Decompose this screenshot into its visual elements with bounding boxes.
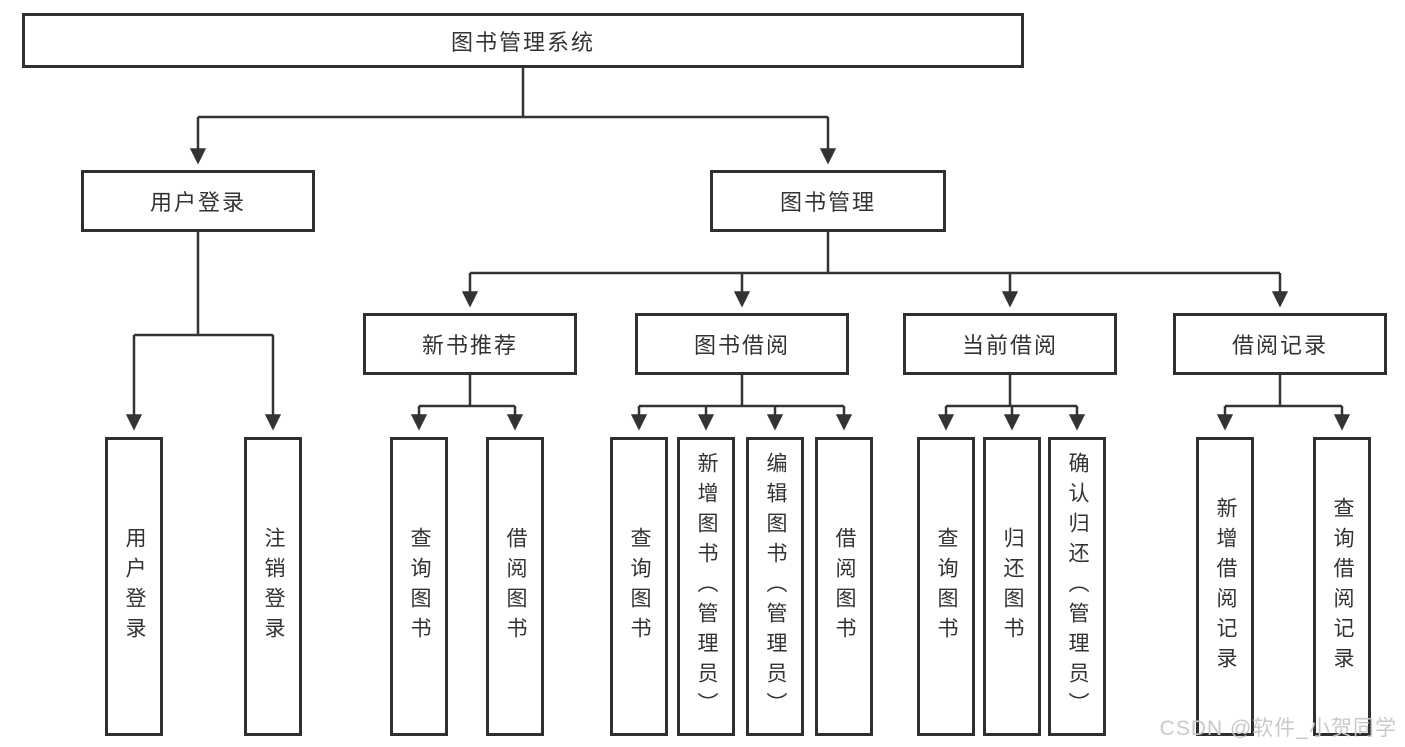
leaf-label: 归还图书 — [1001, 526, 1024, 647]
leaf-borrow-books-1: 借阅图书 — [486, 437, 544, 736]
leaf-label: 查询图书 — [628, 526, 651, 647]
leaf-label: 查询图书 — [408, 526, 431, 647]
leaf-borrow-books-2: 借阅图书 — [815, 437, 873, 736]
node-user-login: 用户登录 — [81, 170, 315, 232]
node-book-management: 图书管理 — [710, 170, 946, 232]
leaf-label: 新增借阅记录 — [1214, 496, 1237, 677]
edges-user-login — [125, 232, 282, 431]
node-book-borrow: 图书借阅 — [635, 313, 849, 375]
leaf-query-books-2: 查询图书 — [610, 437, 668, 736]
leaf-label: 借阅图书 — [504, 526, 527, 647]
edges — [125, 68, 1351, 431]
node-book-management-label: 图书管理 — [779, 190, 876, 215]
edge-root-trunk — [198, 68, 828, 119]
edge-book-borrow-trunk — [639, 375, 844, 408]
leaf-label: 查询借阅记录 — [1331, 496, 1354, 677]
edge-book-management-trunk — [470, 232, 1280, 275]
leaf-label: 用户登录 — [123, 526, 146, 647]
leaf-add-borrow-record: 新增借阅记录 — [1196, 437, 1254, 736]
leaf-return-books: 归还图书 — [983, 437, 1041, 736]
edge-borrow-records-trunk — [1225, 375, 1342, 408]
node-new-books: 新书推荐 — [363, 313, 577, 375]
edge-new-books-trunk — [419, 375, 515, 408]
leaf-add-books-admin: 新增图书（管理员） — [677, 437, 735, 736]
node-current-borrow-label: 当前借阅 — [961, 333, 1058, 358]
leaf-query-books-1: 查询图书 — [390, 437, 448, 736]
node-current-borrow: 当前借阅 — [903, 313, 1117, 375]
edge-current-borrow-trunk — [946, 375, 1077, 408]
node-user-login-label: 用户登录 — [149, 190, 246, 215]
leaf-edit-books-admin: 编辑图书（管理员） — [746, 437, 804, 736]
node-root-label: 图书管理系统 — [450, 29, 595, 55]
edges-book-borrow — [630, 375, 853, 431]
edges-new-books — [410, 375, 524, 431]
edges-book-management — [461, 232, 1289, 308]
edge-user-login-trunk — [134, 232, 273, 337]
leaf-user-login: 用户登录 — [105, 437, 163, 736]
node-root-system: 图书管理系统 — [22, 13, 1024, 68]
leaf-label: 新增图书（管理员） — [695, 451, 718, 722]
node-new-books-label: 新书推荐 — [421, 333, 518, 358]
node-book-borrow-label: 图书借阅 — [693, 333, 790, 358]
leaf-query-books-3: 查询图书 — [917, 437, 975, 736]
leaf-logout: 注销登录 — [244, 437, 302, 736]
leaf-confirm-return-admin: 确认归还（管理员） — [1048, 437, 1106, 736]
watermark: CSDN @软件_小贺同学 — [1159, 717, 1397, 740]
leaf-label: 确认归还（管理员） — [1066, 451, 1089, 722]
node-borrow-records: 借阅记录 — [1173, 313, 1387, 375]
edges-current-borrow — [937, 375, 1086, 431]
leaf-label: 编辑图书（管理员） — [764, 451, 787, 722]
leaf-label: 借阅图书 — [833, 526, 856, 647]
edges-root — [189, 68, 837, 165]
edges-borrow-records — [1216, 375, 1351, 431]
leaf-label: 查询图书 — [935, 526, 958, 647]
leaf-label: 注销登录 — [262, 526, 285, 647]
leaf-query-borrow-record: 查询借阅记录 — [1313, 437, 1371, 736]
node-borrow-records-label: 借阅记录 — [1231, 333, 1328, 358]
